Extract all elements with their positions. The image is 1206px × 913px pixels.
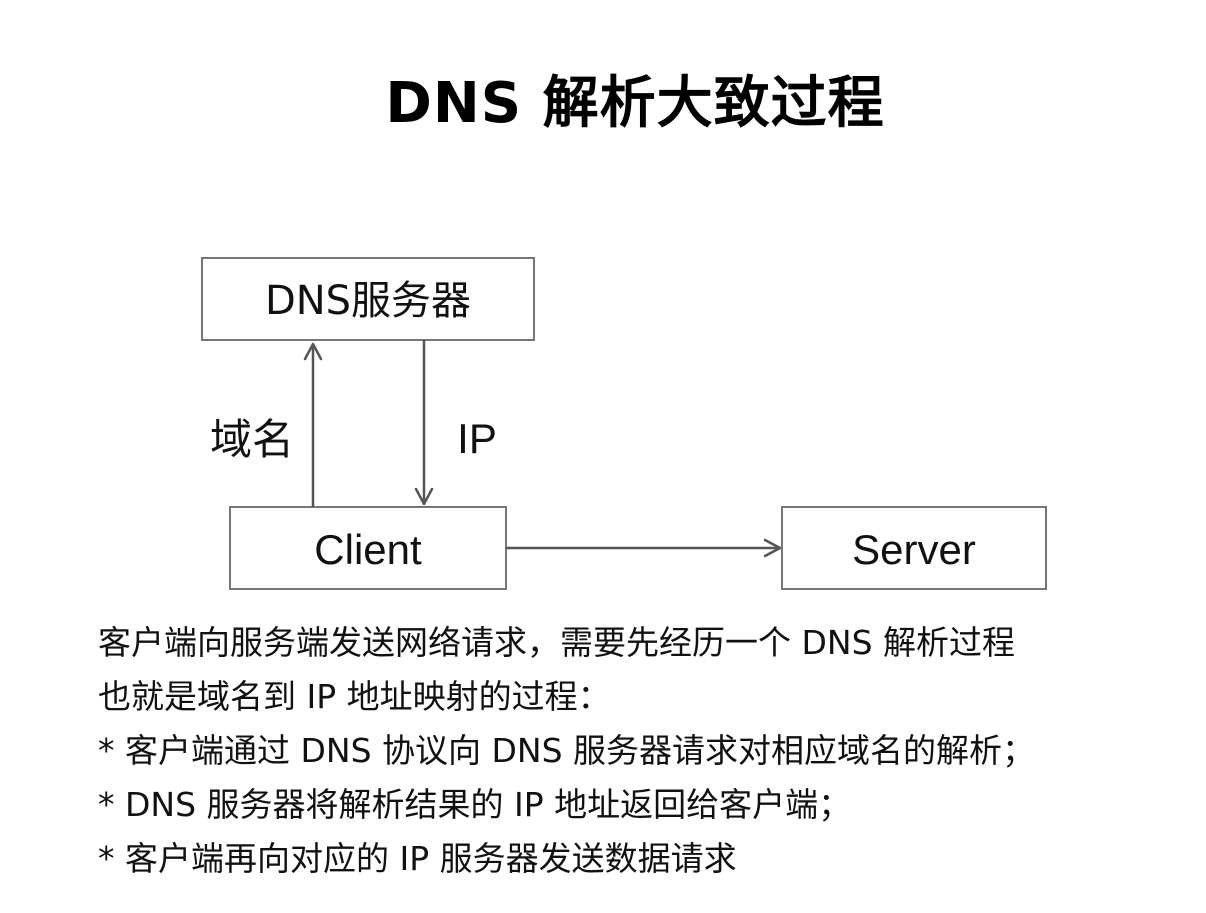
page-title: DNS 解析大致过程 bbox=[385, 71, 885, 136]
server-node: Server bbox=[781, 506, 1047, 590]
query-arrow-label: 域名 bbox=[210, 415, 294, 464]
description-line: 客户端向服务端发送网络请求，需要先经历一个 DNS 解析过程 bbox=[98, 623, 1016, 662]
description: 客户端向服务端发送网络请求，需要先经历一个 DNS 解析过程 也就是域名到 IP… bbox=[98, 616, 1198, 886]
description-line: * 客户端通过 DNS 协议向 DNS 服务器请求对相应域名的解析； bbox=[98, 731, 1036, 770]
dns-server-node: DNS服务器 bbox=[201, 257, 535, 341]
description-line: * 客户端再向对应的 IP 服务器发送数据请求 bbox=[98, 839, 737, 878]
response-arrow-label: IP bbox=[457, 415, 497, 462]
client-node: Client bbox=[229, 506, 507, 590]
description-line: 也就是域名到 IP 地址映射的过程： bbox=[98, 677, 611, 716]
description-line: * DNS 服务器将解析结果的 IP 地址返回给客户端； bbox=[98, 785, 852, 824]
server-label: Server bbox=[852, 526, 976, 573]
client-label: Client bbox=[314, 526, 422, 573]
dns-server-label: DNS服务器 bbox=[265, 278, 471, 324]
